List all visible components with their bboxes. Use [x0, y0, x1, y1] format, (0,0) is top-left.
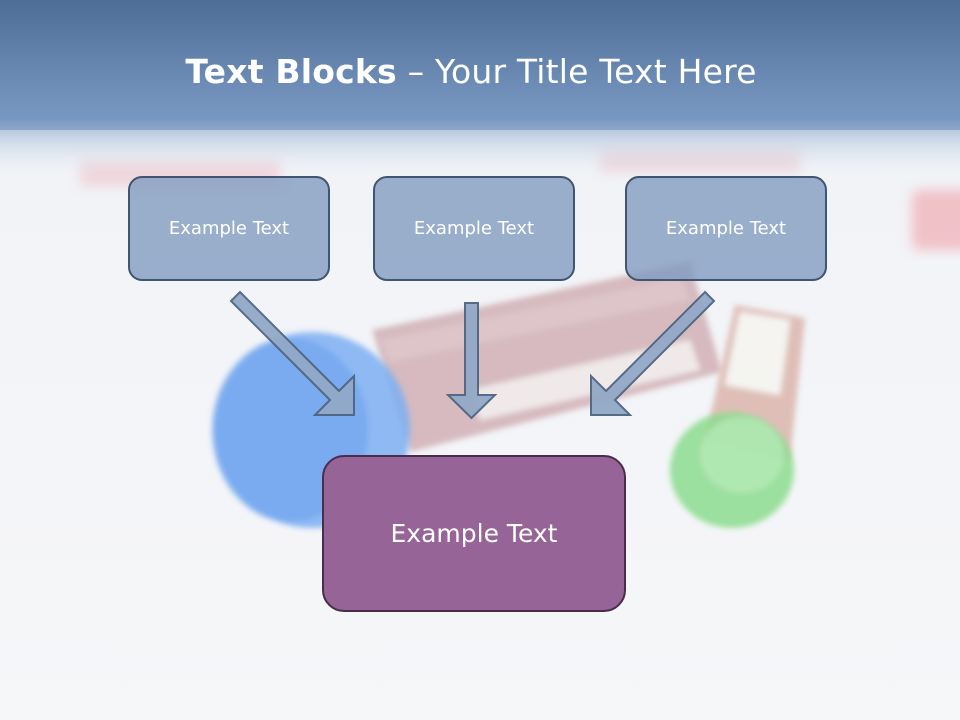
text-block-1-label: Example Text — [168, 218, 290, 239]
text-block-2-label: Example Text — [413, 218, 535, 239]
title-separator: – — [396, 52, 435, 91]
arrow-middle — [445, 302, 498, 420]
slide-title: Text Blocks – Your Title Text Here — [0, 52, 942, 91]
arrow-right — [590, 290, 716, 416]
target-block[interactable]: Example Text — [322, 455, 626, 612]
text-block-3[interactable]: Example Text — [625, 176, 827, 281]
text-block-2[interactable]: Example Text — [373, 176, 575, 281]
text-block-3-label: Example Text — [665, 218, 787, 239]
arrow-left — [229, 290, 355, 416]
title-bold: Text Blocks — [185, 52, 397, 91]
title-rest: Your Title Text Here — [434, 52, 757, 91]
text-block-1[interactable]: Example Text — [128, 176, 330, 281]
target-block-label: Example Text — [390, 519, 558, 548]
